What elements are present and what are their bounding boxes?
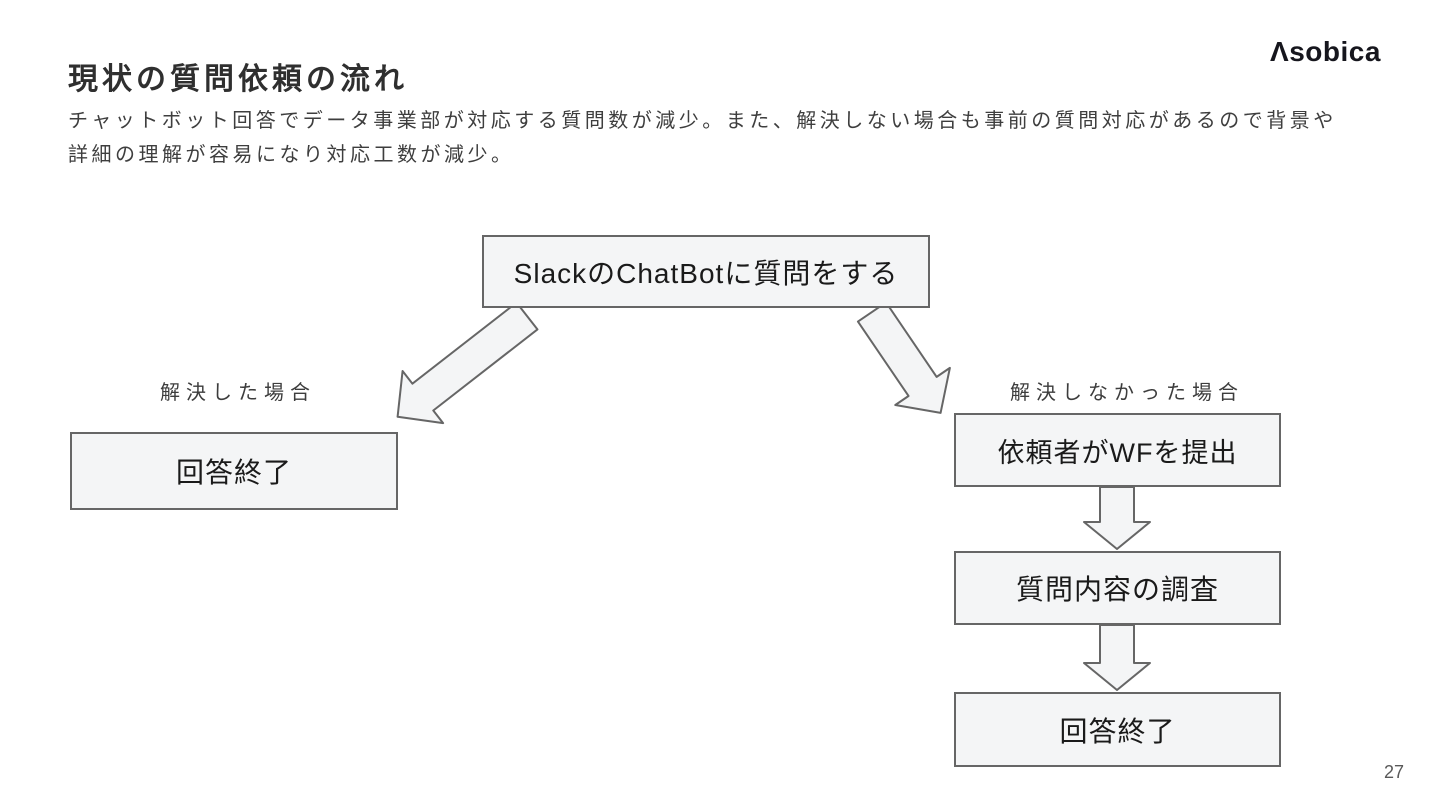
flow-node-answer-end-unresolved: 回答終了 (954, 692, 1281, 767)
arrow-research-to-end (1083, 624, 1151, 691)
logo-text: sobica (1289, 36, 1381, 67)
page-title: 現状の質問依頼の流れ (68, 63, 408, 96)
description-line-2: 詳細の理解が容易になり対応工数が減少。 (68, 144, 515, 166)
flow-node-answer-end-resolved: 回答終了 (70, 432, 398, 510)
page-number: 27 (1384, 762, 1405, 782)
arrow-resolved-branch (396, 301, 539, 425)
branch-label-unresolved: 解決しなかった場合 (1010, 382, 1244, 404)
flow-node-wf-submit: 依頼者がWFを提出 (954, 413, 1281, 487)
description: チャットボット回答でデータ事業部が対応する質問数が減少。また、解決しない場合も事… (68, 104, 1337, 172)
arrow-wf-to-research (1083, 486, 1151, 550)
description-line-1: チャットボット回答でデータ事業部が対応する質問数が減少。また、解決しない場合も事… (68, 110, 1337, 132)
asobica-logo: Λsobica (1270, 36, 1381, 68)
flow-node-question-research: 質問内容の調査 (954, 551, 1281, 625)
flow-node-start: SlackのChatBotに質問をする (482, 235, 930, 308)
arrow-unresolved-branch (856, 301, 951, 414)
branch-label-resolved: 解決した場合 (160, 382, 316, 404)
logo-mark: Λ (1270, 36, 1290, 67)
